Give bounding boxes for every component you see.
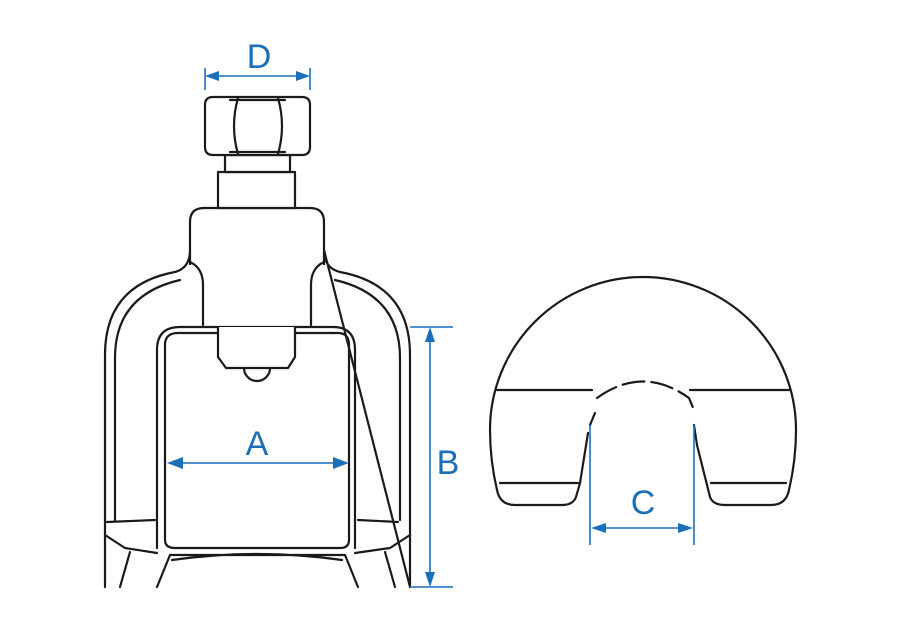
inner-block: [163, 331, 351, 550]
hex-nut-facets: [228, 96, 287, 156]
dimension-c: C: [589, 425, 695, 545]
dimension-a-label: A: [246, 425, 269, 463]
dimension-d-label: D: [247, 38, 272, 76]
dimension-a: A: [167, 425, 349, 469]
dimension-b: B: [410, 326, 460, 588]
shaft-sides: [188, 260, 326, 327]
stem-collar: [216, 170, 297, 210]
fork-slot-dashed: [595, 380, 696, 412]
outer-frame-inner-line: [113, 278, 402, 522]
plunger-ball: [242, 366, 272, 383]
frame-head: [188, 206, 326, 265]
fork-slot-left: [578, 411, 597, 485]
fork-lines: [495, 388, 791, 485]
feet: [103, 518, 412, 589]
outer-frame: [103, 248, 412, 589]
puller-body: [103, 95, 412, 589]
plunger: [216, 327, 297, 370]
dimension-b-label: B: [437, 444, 460, 482]
dimension-c-label: C: [631, 484, 656, 522]
dimension-d: D: [204, 38, 311, 90]
fork-part: [488, 275, 798, 507]
stem-neck: [223, 153, 292, 174]
hex-nut: [203, 95, 312, 157]
fork-outline: [488, 275, 798, 507]
